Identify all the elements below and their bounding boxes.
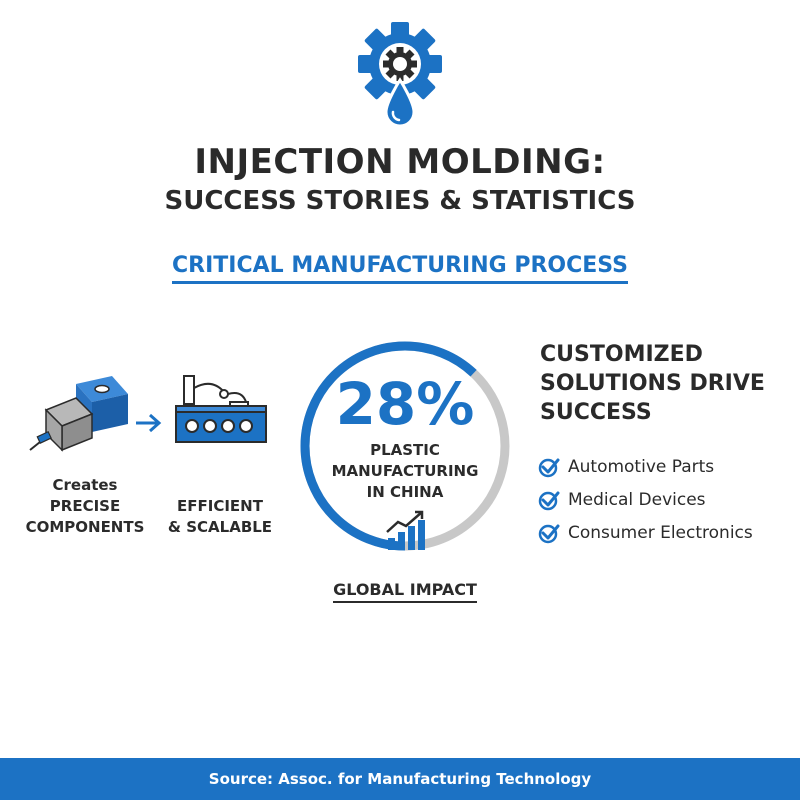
check-circle-icon (538, 524, 560, 543)
footer-bar: Source: Assoc. for Manufacturing Technol… (0, 758, 800, 800)
step1-caption: Creates PRECISE COMPONENTS (20, 475, 150, 538)
mold-block-icon (29, 376, 128, 452)
check-circle-icon (538, 491, 560, 510)
solution-item-label: Medical Devices (568, 489, 706, 510)
stat-label-line: MANUFACTURING (331, 462, 479, 480)
solutions-title-line: SUCCESS (540, 400, 652, 425)
growth-chart-icon (386, 510, 425, 550)
solution-item-label: Consumer Electronics (568, 522, 753, 543)
step2-caption-line: & SCALABLE (167, 518, 273, 536)
stat-label-line: PLASTIC (370, 441, 440, 459)
source-credit: Source: Assoc. for Manufacturing Technol… (208, 770, 592, 788)
arrow-right-icon (136, 413, 162, 433)
page-subtitle: SUCCESS STORIES & STATISTICS (164, 186, 636, 216)
list-item: Consumer Electronics (538, 516, 753, 549)
section-heading-wrap: CRITICAL MANUFACTURING PROCESS (0, 253, 800, 284)
step1-caption-line: PRECISE (49, 497, 121, 515)
solutions-title-line: CUSTOMIZED (540, 342, 703, 367)
factory-machine-icon (175, 375, 267, 443)
stat-label: PLASTIC MANUFACTURING IN CHINA (305, 440, 505, 503)
solutions-list: Automotive Parts Medical Devices Consume… (538, 450, 753, 549)
section-heading: CRITICAL MANUFACTURING PROCESS (172, 253, 628, 284)
step1-caption-line: Creates (52, 476, 118, 494)
stat-label-line: IN CHINA (366, 483, 444, 501)
list-item: Automotive Parts (538, 450, 753, 483)
impact-label-wrap: GLOBAL IMPACT (300, 580, 510, 603)
solutions-title-line: SOLUTIONS DRIVE (540, 371, 765, 396)
step2-caption-line: EFFICIENT (177, 497, 263, 515)
step1-caption-line: COMPONENTS (25, 518, 145, 536)
check-circle-icon (538, 458, 560, 477)
solution-item-label: Automotive Parts (568, 456, 715, 477)
gear-with-droplet-icon (358, 22, 442, 128)
solutions-title: CUSTOMIZED SOLUTIONS DRIVE SUCCESS (540, 340, 790, 427)
step2-caption: EFFICIENT & SCALABLE (160, 496, 280, 538)
impact-label: GLOBAL IMPACT (333, 580, 477, 603)
page-title: INJECTION MOLDING: (194, 142, 606, 182)
list-item: Medical Devices (538, 483, 753, 516)
stat-percent: 28% (335, 370, 475, 438)
